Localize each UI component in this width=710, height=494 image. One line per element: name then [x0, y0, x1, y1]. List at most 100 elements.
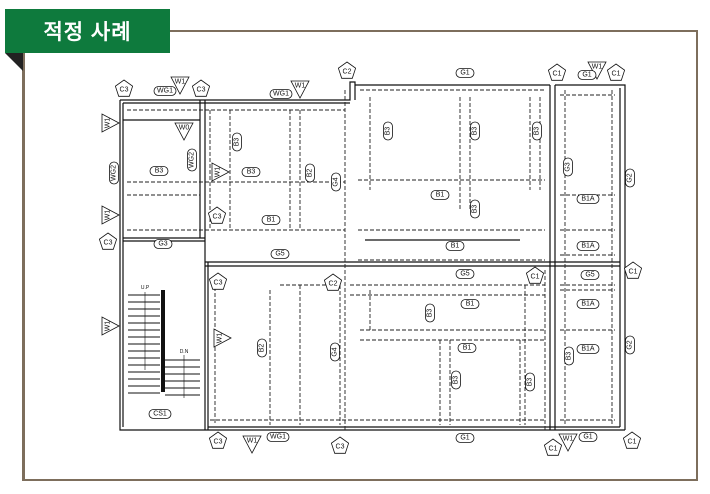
pentagon-icon: [623, 261, 643, 279]
member-tag: B2: [305, 163, 315, 183]
pentagon-icon: [207, 206, 227, 224]
oval-icon: [580, 270, 600, 280]
wall-label: W1: [247, 438, 258, 445]
member-tag: G5: [580, 270, 600, 280]
member-label: B1A: [581, 196, 595, 203]
member-label: B3: [155, 168, 164, 175]
member-tag: G1: [577, 70, 597, 80]
wall-tag: W1: [290, 80, 310, 99]
member-label: G1: [460, 70, 469, 77]
column-tag: C3: [208, 272, 228, 290]
pentagon-icon: [622, 431, 642, 449]
member-tag: B3: [470, 199, 480, 219]
column-label: C1: [612, 71, 621, 78]
oval-icon: [430, 190, 450, 200]
oval-icon: [331, 172, 341, 192]
triangle-icon: [211, 162, 230, 182]
member-tag: B1A: [576, 194, 600, 204]
column-tag: C3: [208, 431, 228, 449]
wall-tag: W1: [101, 113, 120, 133]
wall-label: W0: [179, 125, 190, 132]
oval-icon: [330, 342, 340, 362]
column-tag: C3: [330, 436, 350, 454]
member-tag: B3: [564, 346, 574, 366]
column-tag: C1: [606, 63, 626, 81]
wall-label: W1: [563, 436, 574, 443]
member-tag: G4: [330, 342, 340, 362]
member-tag: B1: [460, 299, 480, 309]
oval-icon: [625, 168, 635, 188]
member-tag: B3: [525, 372, 535, 392]
member-label: B3: [472, 127, 479, 136]
member-tag: G3: [563, 157, 573, 177]
member-label: B2: [259, 344, 266, 353]
oval-icon: [241, 167, 261, 177]
oval-icon: [270, 249, 290, 259]
member-label: B3: [385, 127, 392, 136]
column-label: C1: [628, 439, 637, 446]
member-label: G1: [582, 72, 591, 79]
oval-icon: [445, 241, 465, 251]
oval-icon: [576, 194, 600, 204]
member-tag: G1: [578, 432, 598, 442]
solid-walls: [119, 81, 626, 431]
oval-icon: [451, 370, 461, 390]
member-tag: B3: [470, 121, 480, 141]
oval-icon: [269, 89, 293, 99]
member-tag: WG1: [266, 432, 290, 442]
dashed-beams: [127, 89, 615, 430]
pentagon-icon: [525, 266, 545, 284]
member-tag: B3: [241, 167, 261, 177]
pentagon-icon: [543, 438, 563, 456]
oval-icon: [425, 303, 435, 323]
triangle-icon: [101, 316, 120, 336]
member-tag: B1A: [576, 299, 600, 309]
oval-icon: [455, 433, 475, 443]
column-tag: C2: [323, 273, 343, 291]
member-tag: B1A: [576, 344, 600, 354]
content-frame: [22, 30, 698, 481]
wall-tag: W1: [101, 316, 120, 336]
member-label: B1: [466, 301, 475, 308]
member-label: G1: [460, 435, 469, 442]
pentagon-icon: [323, 273, 343, 291]
wall-label: W1: [217, 333, 224, 344]
wall-tag: W1: [101, 205, 120, 225]
oval-icon: [261, 215, 281, 225]
member-tag: B1: [430, 190, 450, 200]
triangle-icon: [101, 113, 120, 133]
column-tag: C1: [543, 438, 563, 456]
oval-icon: [576, 299, 600, 309]
member-label: G4: [332, 347, 339, 356]
member-tag: G5: [270, 249, 290, 259]
wall-label: W1: [105, 321, 112, 332]
wall-tag: W1: [242, 435, 262, 454]
oval-icon: [455, 68, 475, 78]
stair-direction-note: U.P: [141, 285, 150, 291]
member-label: B1: [267, 217, 276, 224]
column-label: C2: [343, 69, 352, 76]
member-tag: G1: [455, 433, 475, 443]
oval-icon: [187, 148, 197, 172]
wall-tag: W0: [174, 122, 194, 141]
oval-icon: [457, 343, 477, 353]
oval-icon: [153, 239, 173, 249]
column-label: C1: [549, 446, 558, 453]
column-label: C3: [214, 439, 223, 446]
wall-label: W1: [175, 79, 186, 86]
pentagon-icon: [208, 272, 228, 290]
pentagon-icon: [208, 431, 228, 449]
member-tag: G2: [625, 168, 635, 188]
column-label: C3: [197, 87, 206, 94]
wall-label: W1: [105, 118, 112, 129]
pentagon-icon: [337, 61, 357, 79]
column-label: C3: [104, 240, 113, 247]
column-tag: C1: [547, 63, 567, 81]
oval-icon: [625, 335, 635, 355]
oval-icon: [576, 344, 600, 354]
oval-icon: [563, 157, 573, 177]
oval-icon: [470, 199, 480, 219]
oval-icon: [109, 161, 119, 185]
member-tag: B1: [261, 215, 281, 225]
triangle-icon: [101, 205, 120, 225]
